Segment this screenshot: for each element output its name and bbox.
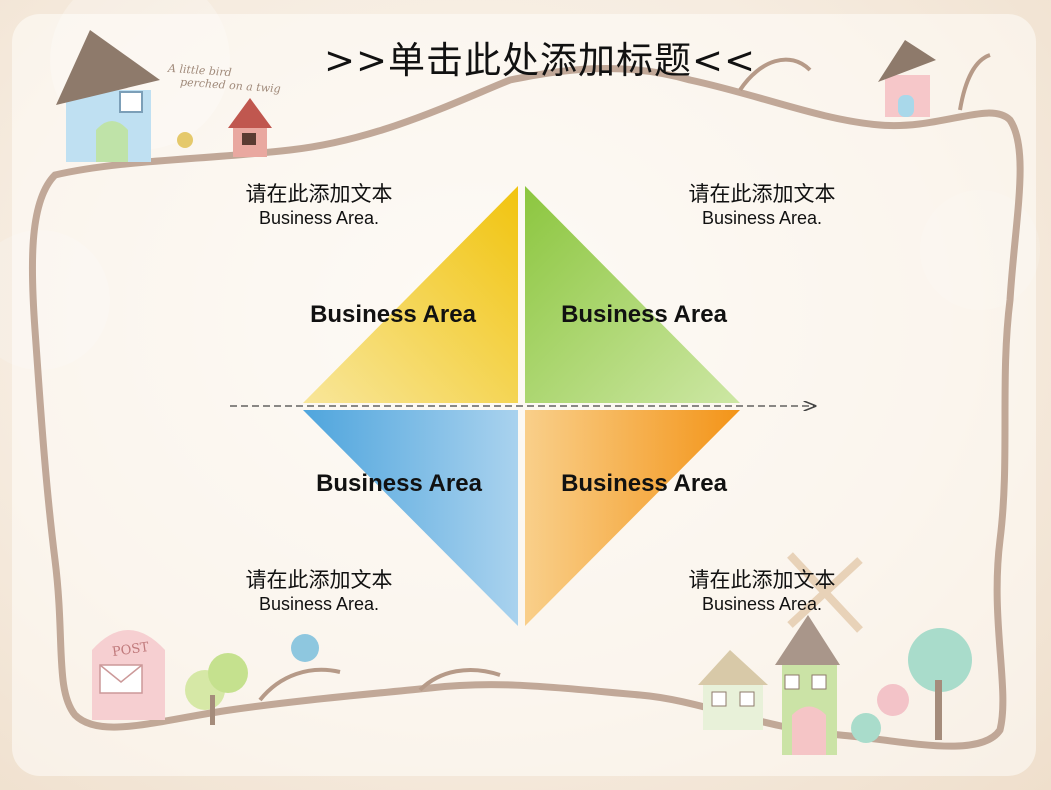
note-en: Business Area.: [701, 594, 823, 614]
tree-right-icon: [851, 628, 972, 743]
small-house-icon: [228, 98, 272, 157]
quadrant-label-bottom-right: Business Area: [561, 470, 727, 497]
house-right-icon: [878, 40, 936, 117]
note-cn: 请在此添加文本: [688, 182, 836, 206]
quadrant-top-left: [303, 186, 518, 403]
house-village-icon: [698, 650, 768, 730]
note-cn: 请在此添加文本: [245, 182, 393, 206]
post-box-icon: POST: [92, 630, 165, 720]
note-cn: 请在此添加文本: [245, 568, 393, 592]
text-box-bottom-right[interactable]: 请在此添加文本 Business Area.: [652, 567, 872, 615]
note-en: Business Area.: [258, 208, 380, 228]
blue-bird-icon: [291, 634, 319, 662]
quadrant-bottom-right: [525, 410, 740, 626]
tree-left-icon: [185, 653, 248, 725]
text-box-bottom-left[interactable]: 请在此添加文本 Business Area.: [209, 567, 429, 615]
windmill-icon: [775, 552, 863, 755]
note-en: Business Area.: [258, 594, 380, 614]
quadrant-label-bottom-left: Business Area: [316, 470, 482, 497]
quadrant-top-right: [525, 186, 740, 403]
text-box-top-right[interactable]: 请在此添加文本 Business Area.: [652, 181, 872, 229]
text-box-top-left[interactable]: 请在此添加文本 Business Area.: [209, 181, 429, 229]
house-left-icon: [56, 30, 160, 162]
svg-text:POST: POST: [111, 640, 150, 660]
bird-icon: [177, 132, 193, 148]
quadrant-bottom-left: [303, 410, 518, 626]
note-en: Business Area.: [701, 208, 823, 228]
quadrant-label-top-right: Business Area: [561, 301, 727, 328]
quadrant-label-top-left: Business Area: [310, 301, 476, 328]
note-cn: 请在此添加文本: [688, 568, 836, 592]
branch-frame: [28, 64, 1024, 750]
slide-title[interactable]: >>单击此处添加标题<<: [323, 39, 756, 82]
